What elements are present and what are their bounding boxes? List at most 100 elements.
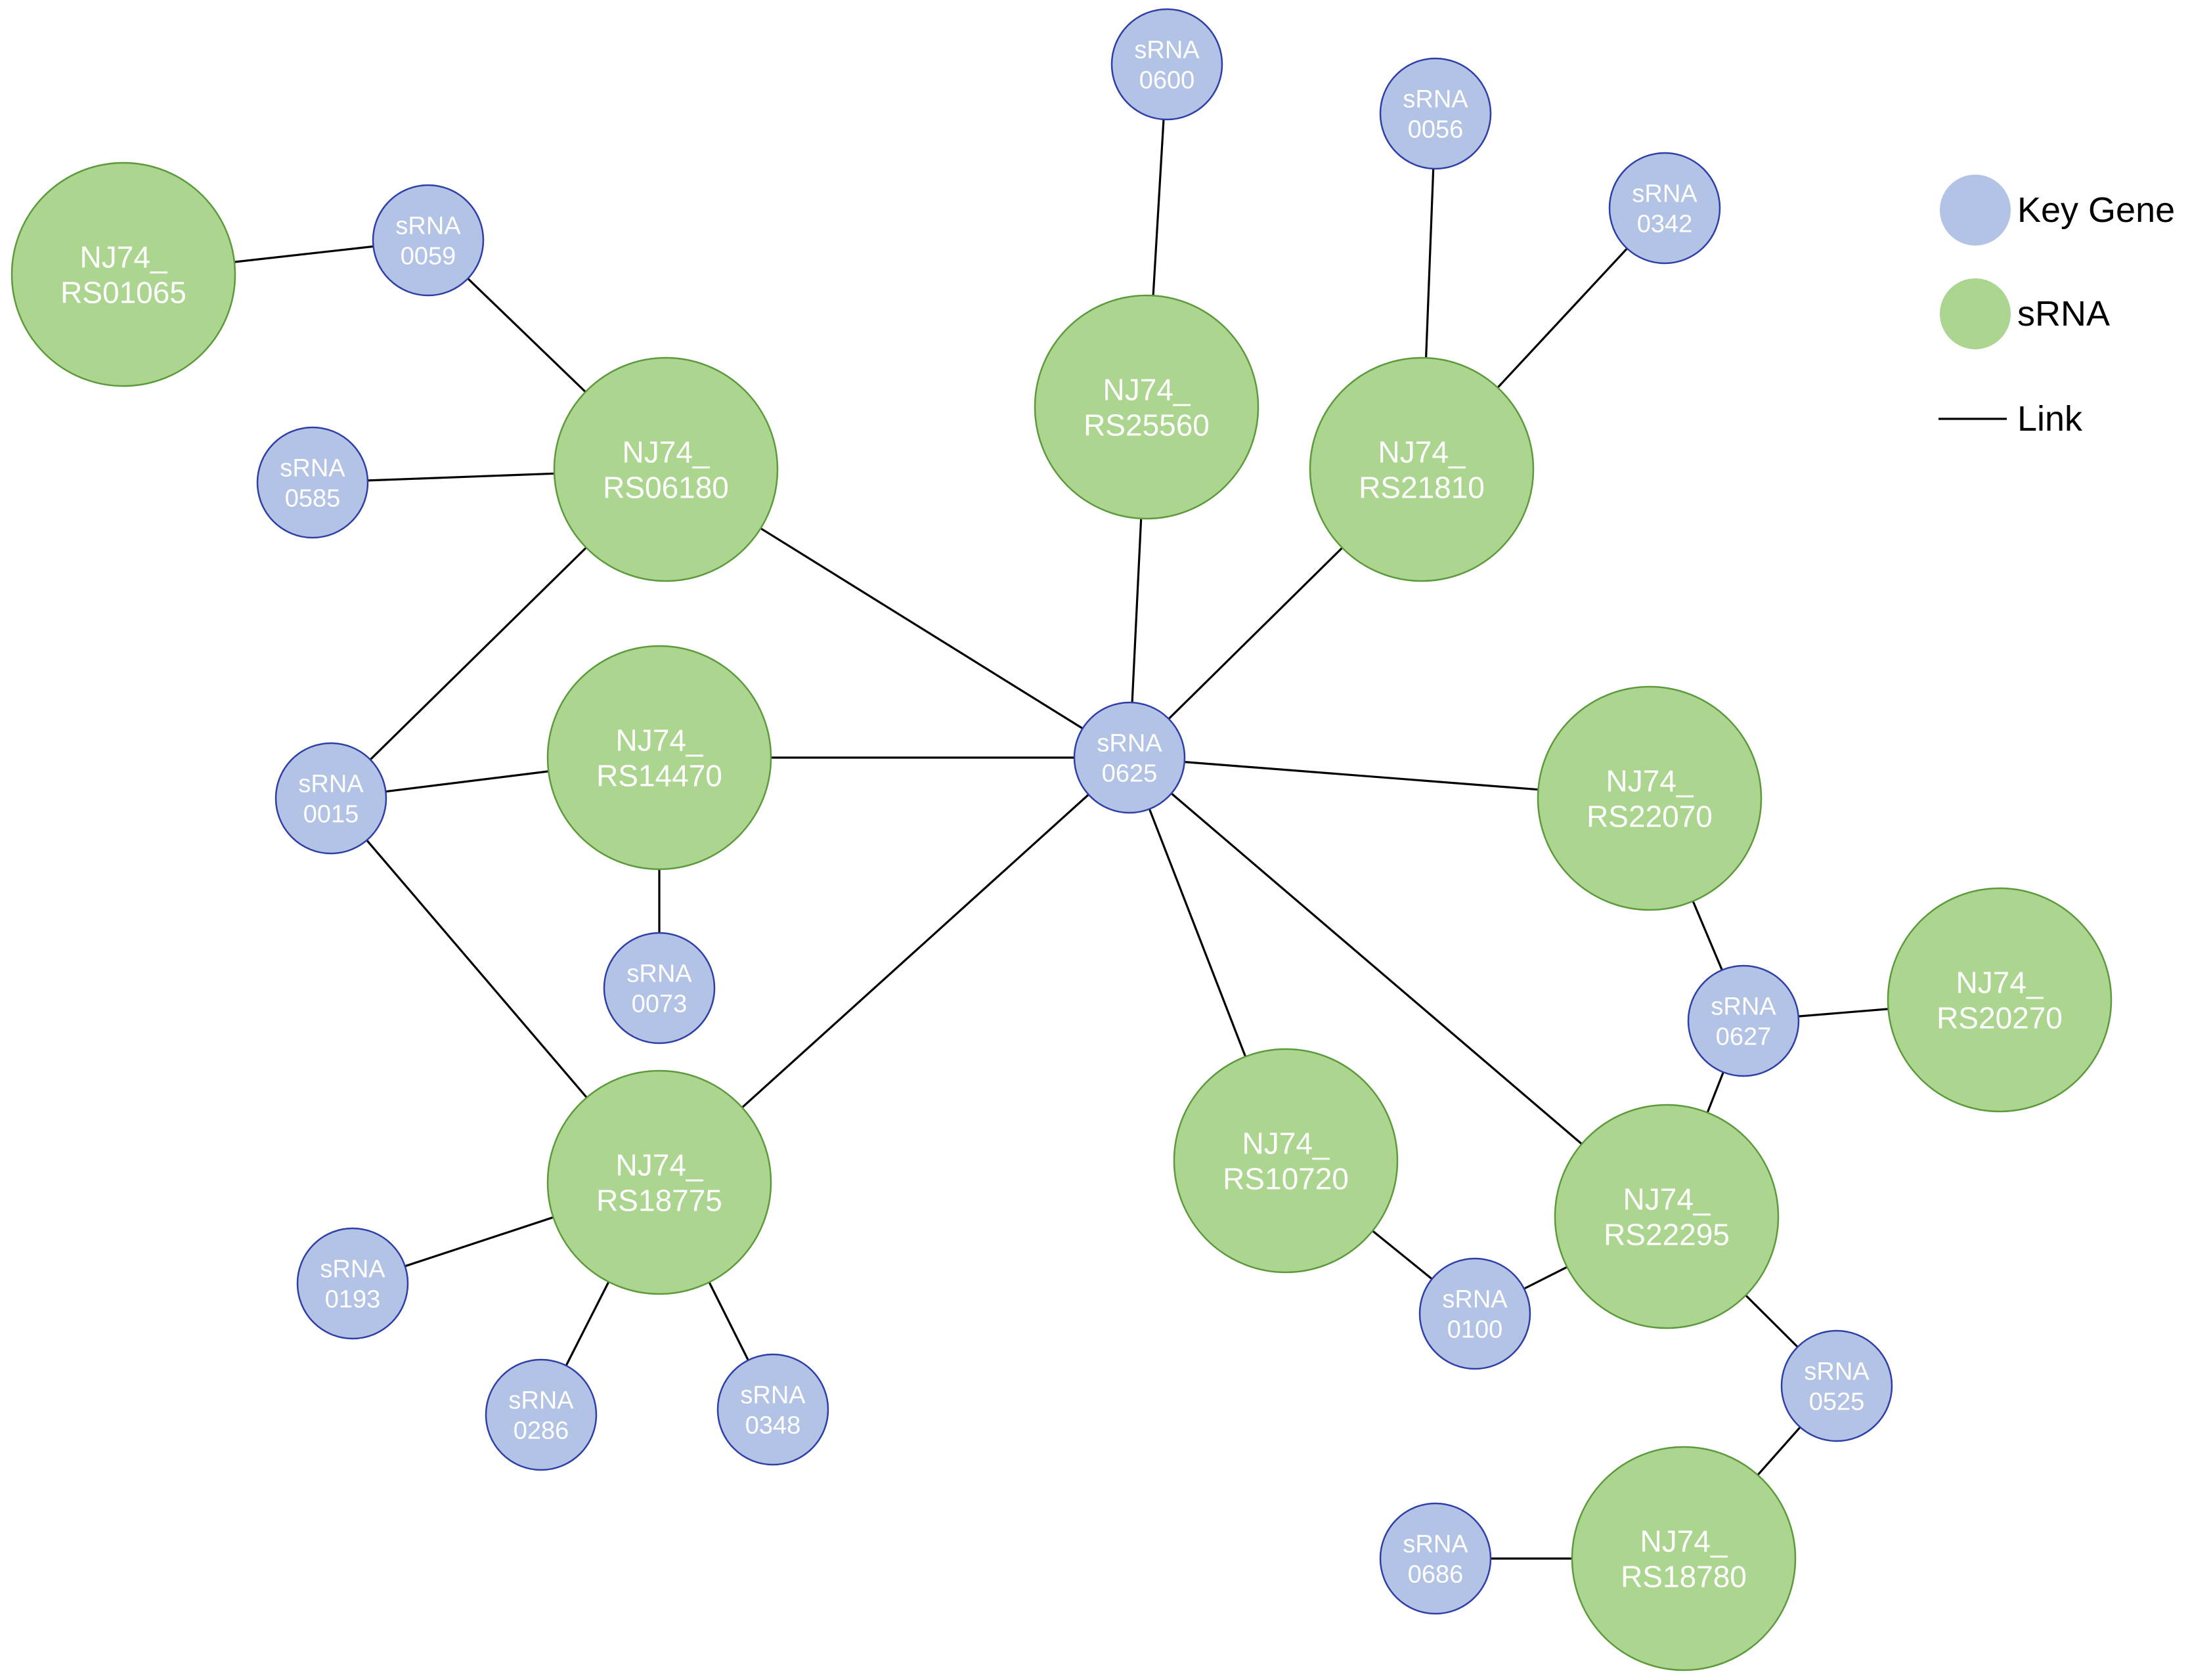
legend-key-gene-label: Key Gene bbox=[2017, 190, 2175, 230]
node-label-line1: NJ74_ bbox=[80, 240, 168, 274]
edge-nj74_rs25560-srna0625 bbox=[1131, 518, 1143, 703]
legend-link-label: Link bbox=[2017, 399, 2083, 439]
node-label-line2: RS18775 bbox=[596, 1184, 722, 1218]
node-circle bbox=[1173, 1048, 1399, 1274]
edge-nj74_rs06180-srna0625 bbox=[760, 527, 1084, 729]
edge-nj74_rs06180-srna0015 bbox=[369, 546, 587, 761]
node-label-line2: RS18780 bbox=[1621, 1560, 1747, 1594]
node-circle bbox=[372, 184, 485, 297]
node-circle bbox=[1379, 1502, 1492, 1615]
edge-nj74_rs18775-srna0193 bbox=[405, 1216, 554, 1268]
node-circle bbox=[553, 356, 779, 582]
node-nj74-rs10720: NJ74_RS10720 bbox=[1173, 1048, 1399, 1274]
node-label-line2: 0600 bbox=[1139, 67, 1195, 95]
node-srna0193: sRNA 0193 bbox=[296, 1227, 409, 1340]
node-label-line2: RS22070 bbox=[1587, 800, 1713, 834]
node-circle bbox=[716, 1353, 829, 1466]
node-label-line1: sRNA bbox=[1711, 993, 1776, 1021]
node-label-line2: RS20270 bbox=[1937, 1001, 2063, 1035]
node-circle bbox=[1379, 57, 1492, 170]
node-label-line1: sRNA bbox=[508, 1387, 574, 1415]
node-circle bbox=[1780, 1329, 1893, 1442]
node-label-line2: RS21810 bbox=[1359, 471, 1485, 505]
node-nj74-rs18780: NJ74_RS18780 bbox=[1571, 1446, 1797, 1671]
node-label-line2: RS14470 bbox=[596, 759, 722, 793]
node-circle bbox=[296, 1227, 409, 1340]
node-label-line2: RS22295 bbox=[1604, 1218, 1730, 1252]
node-nj74-rs14470: NJ74_RS14470 bbox=[546, 645, 772, 871]
node-srna0073: sRNA 0073 bbox=[603, 932, 716, 1045]
node-label-line2: RS01065 bbox=[60, 276, 186, 310]
node-circle bbox=[1110, 8, 1223, 121]
node-nj74-rs22070: NJ74_RS22070 bbox=[1537, 685, 1763, 911]
edge-srna0056-nj74_rs21810 bbox=[1425, 168, 1435, 358]
node-nj74-rs22295: NJ74_RS22295 bbox=[1554, 1104, 1780, 1329]
node-nj74-rs06180: NJ74_RS06180 bbox=[553, 356, 779, 582]
node-label-line1: sRNA bbox=[320, 1256, 385, 1283]
node-circle bbox=[1687, 964, 1800, 1077]
edge-srna0015-nj74_rs14470 bbox=[385, 770, 549, 793]
node-label-line2: 0015 bbox=[303, 801, 359, 829]
edge-srna0342-nj74_rs21810 bbox=[1497, 248, 1628, 389]
edge-nj74_rs21810-srna0625 bbox=[1168, 547, 1344, 720]
node-label-line2: 0627 bbox=[1716, 1023, 1772, 1051]
node-circle bbox=[11, 162, 236, 387]
node-circle bbox=[546, 1069, 772, 1295]
node-circle bbox=[1073, 701, 1186, 814]
node-label-line2: 0686 bbox=[1408, 1561, 1464, 1589]
node-label-line2: 0342 bbox=[1637, 211, 1693, 238]
node-circle bbox=[485, 1358, 598, 1471]
legend: Key Gene sRNA Link bbox=[1938, 175, 2175, 439]
edges-layer bbox=[234, 119, 1889, 1560]
edge-nj74_rs18775-srna0625 bbox=[741, 794, 1089, 1109]
node-label-line2: 0193 bbox=[325, 1286, 381, 1314]
edge-srna0100-nj74_rs22295 bbox=[1523, 1266, 1568, 1290]
node-label-line1: sRNA bbox=[1403, 1531, 1468, 1559]
node-circle bbox=[274, 742, 387, 855]
node-label-line1: sRNA bbox=[626, 960, 692, 988]
node-label-line1: sRNA bbox=[395, 213, 461, 240]
nodes-layer: NJ74_RS01065NJ74_RS06180NJ74_RS14470NJ74… bbox=[11, 8, 2113, 1671]
node-label-line1: sRNA bbox=[740, 1382, 806, 1410]
node-label-line2: 0525 bbox=[1809, 1389, 1865, 1416]
node-label-line1: sRNA bbox=[1804, 1358, 1870, 1386]
edge-srna0600-nj74_rs25560 bbox=[1152, 119, 1165, 296]
node-nj74-rs01065: NJ74_RS01065 bbox=[11, 162, 236, 387]
node-label-line1: NJ74_ bbox=[1640, 1524, 1728, 1559]
legend-srna-label: sRNA bbox=[2017, 294, 2110, 334]
node-label-line2: RS25560 bbox=[1084, 408, 1210, 442]
edge-nj74_rs10720-srna0100 bbox=[1372, 1230, 1433, 1280]
node-label-line2: 0073 bbox=[632, 991, 688, 1018]
edge-srna0525-nj74_rs18780 bbox=[1757, 1426, 1801, 1476]
node-nj74-rs18775: NJ74_RS18775 bbox=[546, 1069, 772, 1295]
node-label-line1: NJ74_ bbox=[1242, 1127, 1330, 1161]
node-label-line2: 0625 bbox=[1102, 760, 1158, 788]
node-label-line1: NJ74_ bbox=[1606, 764, 1694, 798]
legend-key-gene-swatch bbox=[1940, 175, 2011, 246]
node-circle bbox=[1554, 1104, 1780, 1329]
node-label-line1: NJ74_ bbox=[616, 723, 704, 758]
node-label-line1: sRNA bbox=[1632, 181, 1697, 208]
node-label-line1: sRNA bbox=[1097, 730, 1162, 758]
node-circle bbox=[1887, 887, 2113, 1113]
node-srna0342: sRNA 0342 bbox=[1608, 152, 1721, 265]
node-label-line1: NJ74_ bbox=[616, 1148, 704, 1182]
node-nj74-rs20270: NJ74_RS20270 bbox=[1887, 887, 2113, 1113]
edge-srna0625-nj74_rs10720 bbox=[1148, 808, 1247, 1058]
node-label-line2: RS10720 bbox=[1223, 1162, 1349, 1196]
edge-srna0625-nj74_rs22070 bbox=[1184, 761, 1539, 791]
edge-nj74_rs01065-srna0059 bbox=[234, 245, 374, 263]
edge-nj74_rs18775-srna0348 bbox=[708, 1282, 749, 1361]
node-label-line2: 0100 bbox=[1447, 1316, 1503, 1344]
node-circle bbox=[603, 932, 716, 1045]
node-label-line2: 0585 bbox=[285, 485, 341, 513]
node-srna0525: sRNA 0525 bbox=[1780, 1329, 1893, 1442]
node-nj74-rs21810: NJ74_RS21810 bbox=[1309, 356, 1535, 582]
